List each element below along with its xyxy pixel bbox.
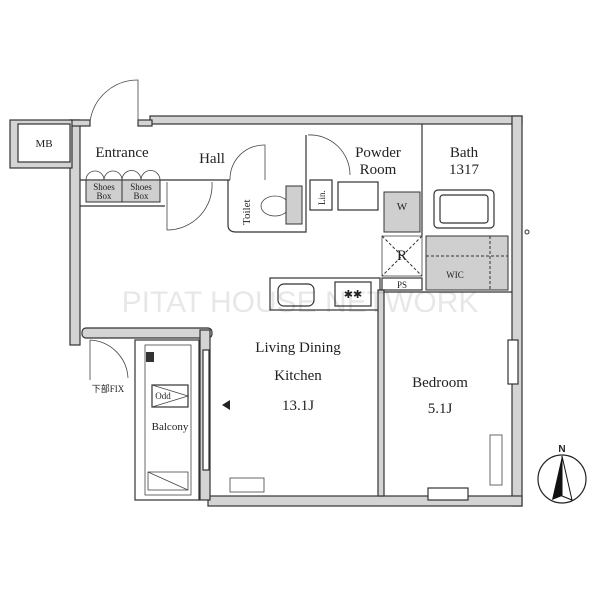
refrigerator-label: R: [397, 248, 407, 264]
wall-right: [511, 115, 523, 507]
balcony-top-wall: [81, 327, 213, 339]
balcony-inner: [144, 344, 192, 496]
bedroom-window-bottom[interactable]: [427, 487, 469, 501]
entrance-label: Entrance: [95, 145, 149, 161]
ldk-storage: [229, 477, 265, 493]
wash-basin: [337, 181, 379, 211]
powder-room-label: Powder: [355, 145, 401, 161]
powder-room-door[interactable]: [307, 134, 351, 176]
bedroom-label: Bedroom: [412, 375, 468, 391]
ps: [381, 277, 423, 291]
wall-bottom: [207, 495, 523, 507]
compass-icon: N: [537, 444, 587, 504]
washer-label: W: [397, 201, 408, 213]
balcony: [134, 339, 200, 501]
balcony-label: Balcony: [152, 421, 189, 433]
powder-room-label: Room: [360, 162, 397, 178]
stove-icon: [334, 281, 372, 307]
outdoor-unit-mark: [151, 384, 190, 408]
toilet-door[interactable]: [229, 144, 266, 181]
shoes-box-doors: [85, 170, 161, 181]
compass-north-label: N: [558, 444, 565, 455]
bedroom-closet: [489, 434, 503, 486]
ldk-label: Kitchen: [274, 368, 322, 384]
wall-top: [149, 115, 523, 125]
shoes-box-2-label: Shoes: [130, 182, 152, 192]
fix-note: 下部FIX: [92, 383, 125, 394]
bathtub-inner: [439, 194, 489, 224]
fix-door[interactable]: [89, 339, 129, 380]
toilet-tank: [285, 185, 303, 225]
shoes-box-2-label: Box: [133, 191, 149, 201]
refrigerator-space-mark: [381, 235, 423, 277]
mb-box: [17, 123, 71, 163]
balcony-window[interactable]: [202, 349, 210, 471]
exterior-marker-icon: [524, 229, 530, 235]
odd-label: Odd: [155, 391, 171, 401]
bath-label: Bath: [450, 145, 479, 161]
entry-arrow-icon: [222, 400, 230, 410]
wall-entrance-right: [137, 119, 153, 127]
wic-label: WIC: [446, 270, 464, 280]
hall-door[interactable]: [166, 181, 213, 231]
bedroom-wall: [377, 289, 385, 497]
mb-label: MB: [35, 138, 52, 150]
bath-size: 1317: [449, 162, 480, 178]
ps-label: PS: [397, 280, 407, 290]
bedroom-size: 5.1J: [428, 401, 453, 417]
entrance-door[interactable]: [89, 79, 139, 123]
watermark: PITAT HOUSE NETWORK: [122, 286, 479, 319]
balcony-hatch: [147, 471, 189, 491]
ldk-label: Living Dining: [255, 340, 341, 356]
ldk-size: 13.1J: [282, 398, 314, 414]
linen-label: Lin.: [317, 190, 327, 205]
refrigerator: [381, 235, 423, 277]
wic: [425, 235, 509, 291]
toilet-room: [227, 180, 307, 233]
toilet-label: Toilet: [241, 199, 253, 225]
bedroom-window-right[interactable]: [507, 339, 519, 385]
shoes-box-1-label: Shoes: [93, 182, 115, 192]
wic-shelf-lines: [426, 236, 508, 290]
toilet-icon: [260, 195, 290, 217]
washer: [383, 191, 421, 233]
hall-label: Hall: [199, 151, 225, 167]
shoes-box-1-label: Box: [96, 191, 112, 201]
sink: [277, 283, 315, 307]
drain-icon: [146, 352, 154, 362]
balcony-hatch-mark: [147, 471, 189, 491]
stove-burners-icon: ✱✱: [344, 289, 362, 301]
linen-closet: [309, 179, 333, 211]
wall-entrance-left: [69, 119, 91, 127]
